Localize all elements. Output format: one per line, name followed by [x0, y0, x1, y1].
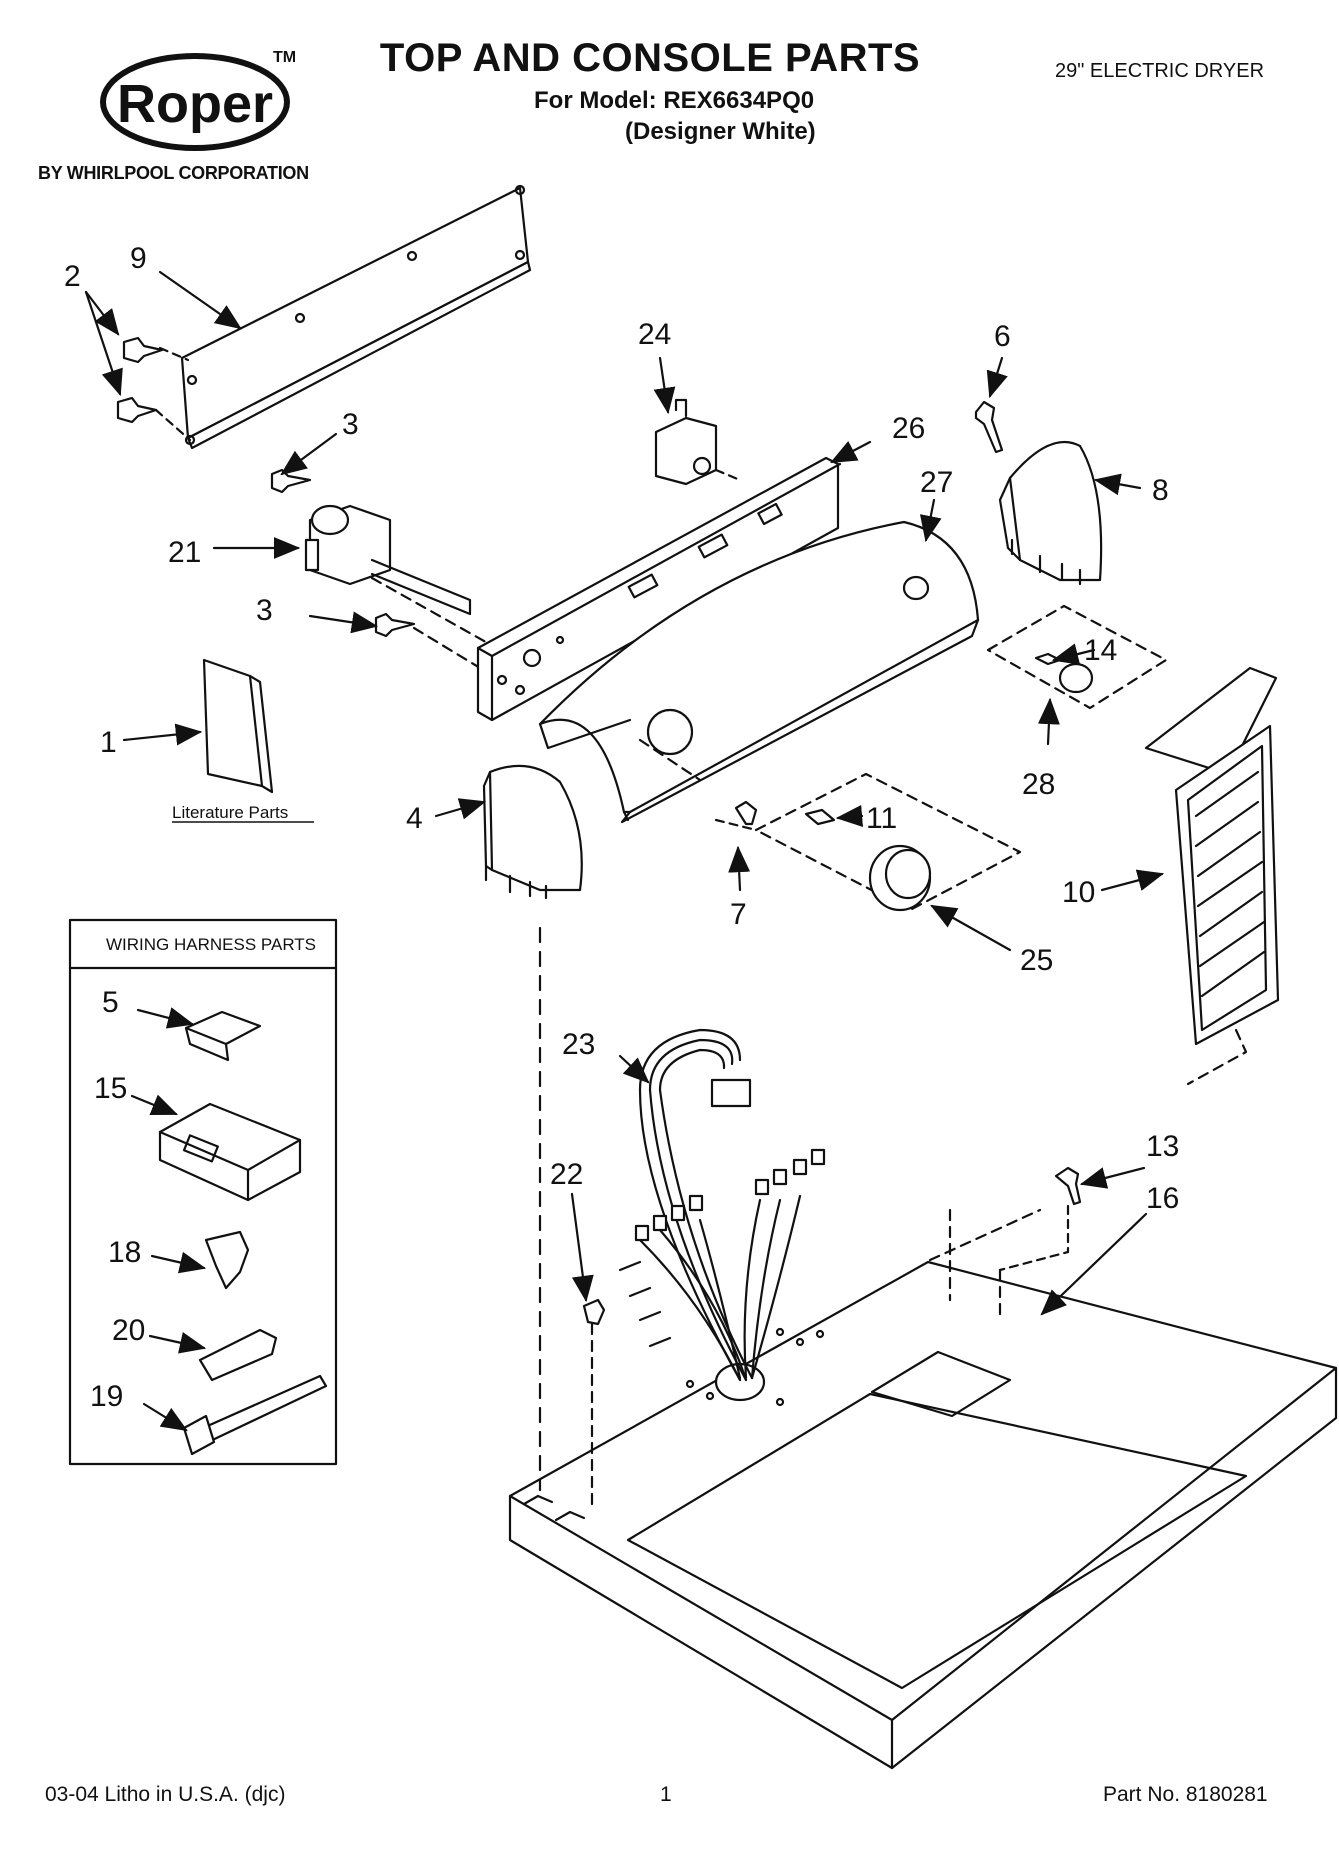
- callout-25: 25: [1020, 944, 1053, 977]
- callout-leader-lines: [84, 270, 1165, 1432]
- callout-28: 28: [1022, 768, 1055, 801]
- part-2-screws: [116, 336, 192, 442]
- model-line: For Model: REX6634PQ0: [534, 87, 815, 114]
- product-type: 29" ELECTRIC DRYER: [1055, 60, 1265, 82]
- callout-11: 11: [866, 802, 897, 835]
- part-26-control-bracket: [476, 456, 842, 722]
- callout-19: 19: [90, 1380, 123, 1413]
- part-20-terminal: [198, 1328, 278, 1382]
- part-8-right-end-cap: [998, 441, 1103, 586]
- callout-7: 7: [730, 898, 747, 931]
- part-22-clip: [582, 1298, 606, 1510]
- footer-print-info: 03-04 Litho in U.S.A. (djc): [45, 1783, 286, 1806]
- part-24-switch: [654, 398, 742, 486]
- brand-name: Roper: [117, 74, 273, 134]
- callout-8: 8: [1152, 474, 1169, 507]
- wiring-harness-box: [68, 918, 338, 1466]
- roper-logo: Roper TM: [100, 50, 296, 151]
- part-18-clip: [204, 1230, 250, 1290]
- part-4-left-end-cap: [482, 764, 583, 900]
- part-number: Part No. 8180281: [1103, 1783, 1268, 1806]
- callout-3-lower: 3: [256, 594, 273, 627]
- part-5-connector: [184, 1010, 262, 1062]
- callout-numbers: 2 9 3 21 3 1 4 24 26 27 6 8 14 28 11 7 2…: [64, 242, 1179, 1413]
- callout-22: 22: [550, 1158, 583, 1191]
- part-14-part-28-knob-group: [986, 604, 1168, 710]
- part-13-screw: [998, 1166, 1082, 1272]
- part-3-screws: [270, 468, 482, 670]
- trademark-mark: TM: [273, 50, 296, 66]
- callout-14: 14: [1084, 634, 1117, 667]
- page-number: 1: [660, 1783, 672, 1806]
- callout-24: 24: [638, 318, 671, 351]
- part-6-screw: [974, 400, 1004, 454]
- callout-4: 4: [406, 802, 423, 835]
- part-27-console: [538, 520, 980, 824]
- callout-21: 21: [168, 536, 201, 569]
- callout-2: 2: [64, 260, 81, 293]
- part-10-lint-screen: [1144, 666, 1280, 1086]
- part-21-timer: [304, 504, 502, 652]
- part-19-cable-tie: [182, 1374, 328, 1456]
- callout-15: 15: [94, 1072, 127, 1105]
- page-title: TOP AND CONSOLE PARTS: [379, 36, 921, 80]
- callout-1: 1: [100, 726, 117, 759]
- callout-3-upper: 3: [342, 408, 359, 441]
- byline: BY WHIRLPOOL CORPORATION: [38, 163, 309, 183]
- callout-10: 10: [1062, 876, 1095, 909]
- callout-27: 27: [920, 466, 953, 499]
- part-1-literature: [202, 658, 274, 794]
- part-11-part-25-knob-group: [714, 772, 1022, 912]
- callout-16: 16: [1146, 1182, 1179, 1215]
- callout-13: 13: [1146, 1130, 1179, 1163]
- callout-18: 18: [108, 1236, 141, 1269]
- variant-line: (Designer White): [625, 118, 816, 145]
- callout-23: 23: [562, 1028, 595, 1061]
- callout-9: 9: [130, 242, 147, 275]
- callout-5: 5: [102, 986, 119, 1019]
- callout-6: 6: [994, 320, 1011, 353]
- part-9-rear-panel: [180, 184, 532, 450]
- lint-screen-dashed-line: [948, 1208, 1002, 1322]
- callout-20: 20: [112, 1314, 145, 1347]
- part-16-dryer-top: [508, 1208, 1338, 1770]
- callout-26: 26: [892, 412, 925, 445]
- part-23-harness: [618, 1028, 826, 1382]
- literature-parts-label: Literature Parts: [172, 803, 288, 822]
- part-15-terminal-block: [158, 1102, 302, 1202]
- wiring-harness-box-title: WIRING HARNESS PARTS: [106, 935, 316, 954]
